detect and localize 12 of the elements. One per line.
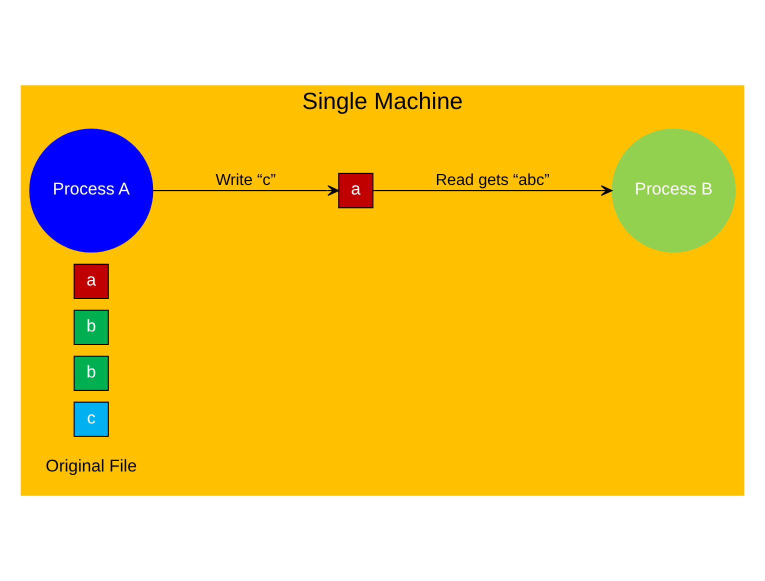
edge-label: Write “c”: [216, 171, 276, 190]
arrow: [372, 185, 613, 196]
node-box: b: [74, 310, 109, 346]
label: Original File: [46, 456, 137, 476]
node-box: a: [74, 264, 109, 300]
node-box: a: [338, 172, 374, 208]
node-box: b: [74, 356, 109, 391]
node-circle: Process A: [29, 128, 154, 253]
edge-label: Read gets “abc”: [436, 171, 550, 190]
node-box: c: [74, 402, 109, 437]
node-circle: Process B: [612, 128, 736, 253]
arrow: [152, 185, 340, 196]
